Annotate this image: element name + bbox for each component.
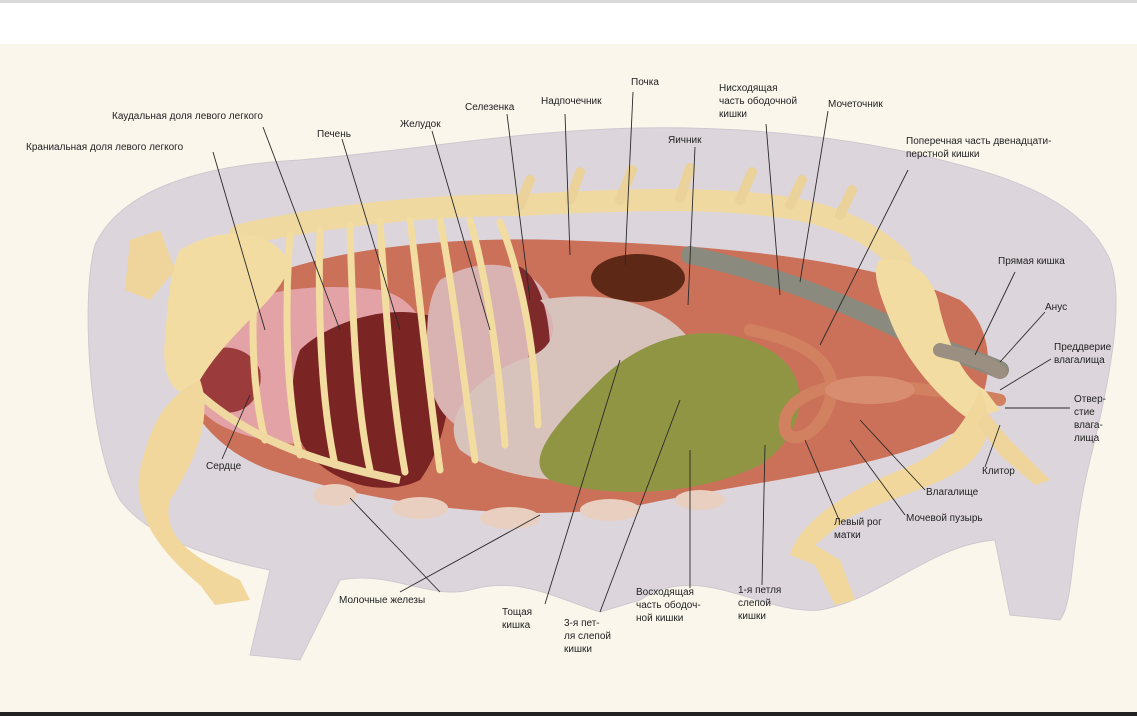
kidney-shape [591, 254, 685, 302]
label-bladder: Мочевой пузырь [906, 513, 983, 524]
label-rectum: Прямая кишка [998, 256, 1065, 267]
label-vestibule: Преддверие влагалища [1054, 342, 1112, 366]
label-ovary: Яичник [668, 135, 702, 146]
colon-shape [539, 333, 800, 492]
leader-lines [212, 91, 1070, 613]
bottom-bar [0, 712, 1137, 716]
label-descending-colon: Нисходящая часть ободочной кишки [719, 83, 798, 120]
hindleg [790, 390, 989, 605]
pelvis [875, 259, 1000, 420]
label-cecum-loop-3: 3-я пет- ля слепой кишки [564, 618, 611, 655]
label-cranial-left-lung-lobe: Краниальная доля левого легкого [26, 142, 184, 153]
label-cecum-loop-1: 1-я петля слепой кишки [738, 585, 782, 622]
foreleg [138, 380, 250, 605]
label-caudal-left-lung-lobe: Каудальная доля левого легкого [112, 111, 263, 122]
skull-part [125, 230, 175, 300]
rectum-tube [933, 343, 1007, 379]
label-liver: Печень [317, 129, 351, 140]
label-vagina: Влагалище [926, 487, 979, 498]
mammary-glands [313, 484, 725, 529]
top-bar [0, 0, 1137, 44]
label-left-uterine-horn: Левый рог матки [834, 517, 882, 541]
label-ascending-colon: Восходящая часть ободоч- ной кишки [636, 587, 701, 624]
label-vaginal-opening: Отвер- стие влага- лища [1074, 394, 1107, 444]
label-spleen: Селезенка [465, 102, 515, 113]
label-clitoris: Клитор [982, 466, 1015, 477]
bladder-shape [825, 376, 915, 404]
ribs [249, 216, 542, 476]
label-jejunum: Тощая кишка [502, 607, 533, 631]
scapula [164, 233, 290, 393]
label-kidney: Почка [631, 77, 659, 88]
label-heart: Сердце [206, 461, 242, 472]
vertebral-processes [515, 163, 857, 220]
heart-shape [196, 347, 261, 413]
label-anus: Анус [1045, 302, 1068, 313]
label-duodenum: Поперечная часть двенадцати- перстной ки… [906, 136, 1052, 160]
pig-anatomy-illustration [87, 91, 1117, 661]
label-adrenal-gland: Надпочечник [541, 96, 602, 107]
label-ureter: Мочеточник [828, 99, 883, 110]
uterine-horn-shape [744, 324, 1006, 444]
anatomy-figure: Каудальная доля левого легкого Краниальн… [0, 44, 1137, 712]
label-stomach: Желудок [400, 119, 441, 130]
hindleg-lower [978, 410, 1050, 485]
label-mammary-glands: Молочные железы [339, 595, 426, 606]
